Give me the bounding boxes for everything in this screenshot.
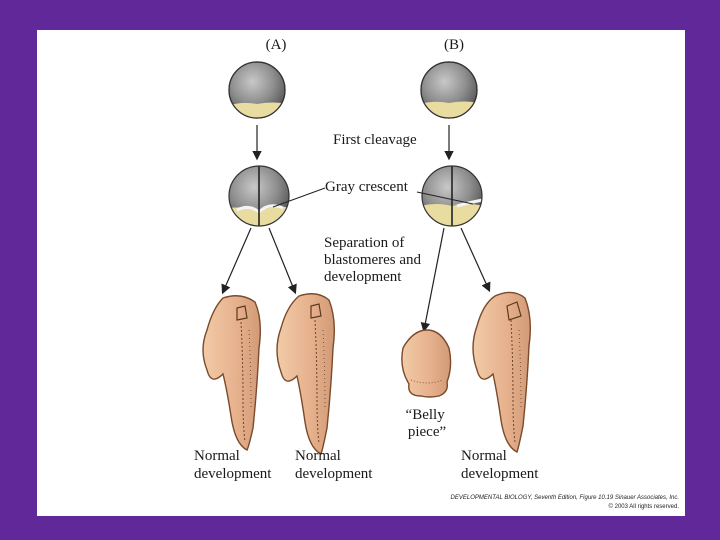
gray-crescent-pointer-a <box>272 187 326 208</box>
separation-line-3: development <box>324 269 402 285</box>
gray-crescent-label: Gray crescent <box>325 179 409 195</box>
gray-crescent-diagram: (A) (B) First cleavage Gray crescent Sep… <box>194 37 680 510</box>
panel-a-label: (A) <box>266 37 287 53</box>
egg-a-two-cell <box>228 165 290 227</box>
credit-line-2: © 2003 All rights reserved. <box>609 503 680 510</box>
outcome-a-left: Normal development <box>194 448 272 482</box>
slide: (A) (B) First cleavage Gray crescent Sep… <box>37 30 685 516</box>
panel-b-label: (B) <box>444 37 464 53</box>
outcome-a-right-line-1: Normal <box>295 448 341 464</box>
arrow-a-right <box>268 227 297 295</box>
separation-line-2: blastomeres and <box>324 252 422 268</box>
egg-a-uncleaved <box>228 61 286 119</box>
belly-piece-line-2: piece” <box>408 424 446 440</box>
embryo-a-left <box>202 295 262 451</box>
outcome-b-right-line-1: Normal <box>461 448 507 464</box>
outcome-a-left-line-1: Normal <box>194 448 240 464</box>
egg-b-two-cell <box>421 165 483 227</box>
outcome-a-right-line-2: development <box>295 466 373 482</box>
egg-b-uncleaved <box>420 61 478 119</box>
belly-piece <box>401 329 452 398</box>
outcome-a-right: Normal development <box>295 448 373 482</box>
separation-label: Separation of blastomeres and developmen… <box>324 235 425 285</box>
outcome-b-right-line-2: development <box>461 466 539 482</box>
outcome-a-left-line-2: development <box>194 466 272 482</box>
credit-line-1: DEVELOPMENTAL BIOLOGY, Seventh Edition, … <box>451 495 679 501</box>
belly-piece-label: “Belly piece” <box>406 407 449 440</box>
embryo-b-right <box>472 291 532 453</box>
belly-piece-line-1: “Belly <box>406 407 446 423</box>
arrow-b-left <box>420 227 445 333</box>
arrow-b-right <box>460 227 491 293</box>
first-cleavage-label: First cleavage <box>333 132 417 148</box>
outcome-b-right: Normal development <box>461 448 539 482</box>
separation-line-1: Separation of <box>324 235 404 251</box>
embryo-a-right <box>276 293 336 455</box>
arrow-a-left <box>221 227 252 295</box>
gray-crescent-pointer-b <box>416 191 474 205</box>
